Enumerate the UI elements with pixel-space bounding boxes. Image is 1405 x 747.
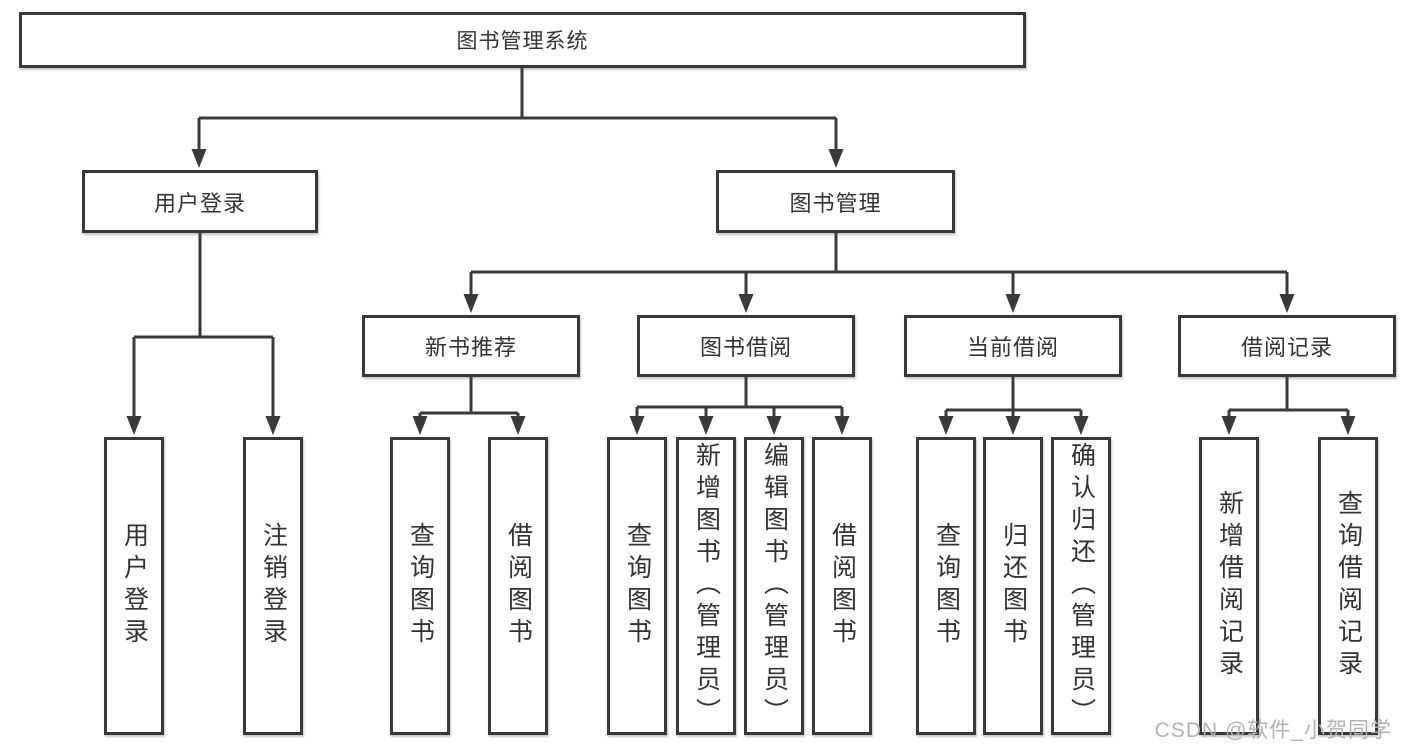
arrowhead-icon (1221, 416, 1237, 435)
node-borrow-records: 借阅记录 (1178, 315, 1396, 377)
arrowhead-icon (738, 294, 754, 313)
leaf-current-confirm-return-admin-label: 确认归还（管理员） (1067, 442, 1096, 730)
leaf-user-login-label: 用户登录 (120, 522, 149, 650)
arrowhead-icon (126, 416, 142, 435)
leaf-current-return-books-label: 归还图书 (999, 522, 1028, 650)
leaf-borrowing-query-books-label: 查询图书 (623, 522, 652, 650)
leaf-logout: 注销登录 (243, 437, 303, 735)
leaf-recommend-query-books: 查询图书 (390, 437, 450, 735)
arrowhead-icon (191, 149, 207, 168)
arrowhead-icon (1005, 294, 1021, 313)
leaf-records-query-record-label: 查询借阅记录 (1334, 490, 1363, 682)
arrowhead-icon (265, 416, 281, 435)
arrowhead-icon (510, 416, 526, 435)
leaf-current-confirm-return-admin: 确认归还（管理员） (1051, 437, 1111, 735)
arrowhead-icon (938, 416, 954, 435)
leaf-borrowing-query-books: 查询图书 (607, 437, 667, 735)
leaf-recommend-query-books-label: 查询图书 (406, 522, 435, 650)
arrowhead-icon (834, 416, 850, 435)
arrowhead-icon (698, 416, 714, 435)
node-library-management-system: 图书管理系统 (19, 12, 1026, 68)
leaf-records-query-record: 查询借阅记录 (1318, 437, 1378, 735)
node-book-borrowing: 图书借阅 (637, 315, 855, 377)
arrowhead-icon (1005, 416, 1021, 435)
leaf-recommend-borrow-books: 借阅图书 (488, 437, 548, 735)
node-current-borrowing: 当前借阅 (904, 315, 1122, 377)
leaf-current-query-books-label: 查询图书 (932, 522, 961, 650)
arrowhead-icon (629, 416, 645, 435)
leaf-borrowing-edit-books-admin: 编辑图书（管理员） (744, 437, 804, 735)
arrowhead-icon (463, 294, 479, 313)
leaf-borrowing-edit-books-admin-label: 编辑图书（管理员） (760, 442, 789, 730)
node-new-book-recommend: 新书推荐 (362, 315, 580, 377)
leaf-current-return-books: 归还图书 (983, 437, 1043, 735)
leaf-borrowing-add-books-admin: 新增图书（管理员） (676, 437, 736, 735)
leaf-recommend-borrow-books-label: 借阅图书 (504, 522, 533, 650)
arrowhead-icon (1279, 294, 1295, 313)
arrowhead-icon (1340, 416, 1356, 435)
leaf-logout-label: 注销登录 (259, 522, 288, 650)
leaf-borrowing-borrow-books: 借阅图书 (812, 437, 872, 735)
leaf-borrowing-add-books-admin-label: 新增图书（管理员） (692, 442, 721, 730)
node-user-login: 用户登录 (82, 170, 318, 233)
node-book-management: 图书管理 (716, 170, 955, 233)
csdn-watermark: CSDN @软件_小贺同学 (1154, 719, 1392, 742)
leaf-borrowing-borrow-books-label: 借阅图书 (828, 522, 857, 650)
leaf-user-login: 用户登录 (104, 437, 164, 735)
arrowhead-icon (828, 149, 844, 168)
leaf-records-add-record-label: 新增借阅记录 (1215, 490, 1244, 682)
leaf-current-query-books: 查询图书 (916, 437, 976, 735)
leaf-records-add-record: 新增借阅记录 (1199, 437, 1259, 735)
arrowhead-icon (1073, 416, 1089, 435)
arrowhead-icon (766, 416, 782, 435)
arrowhead-icon (412, 416, 428, 435)
